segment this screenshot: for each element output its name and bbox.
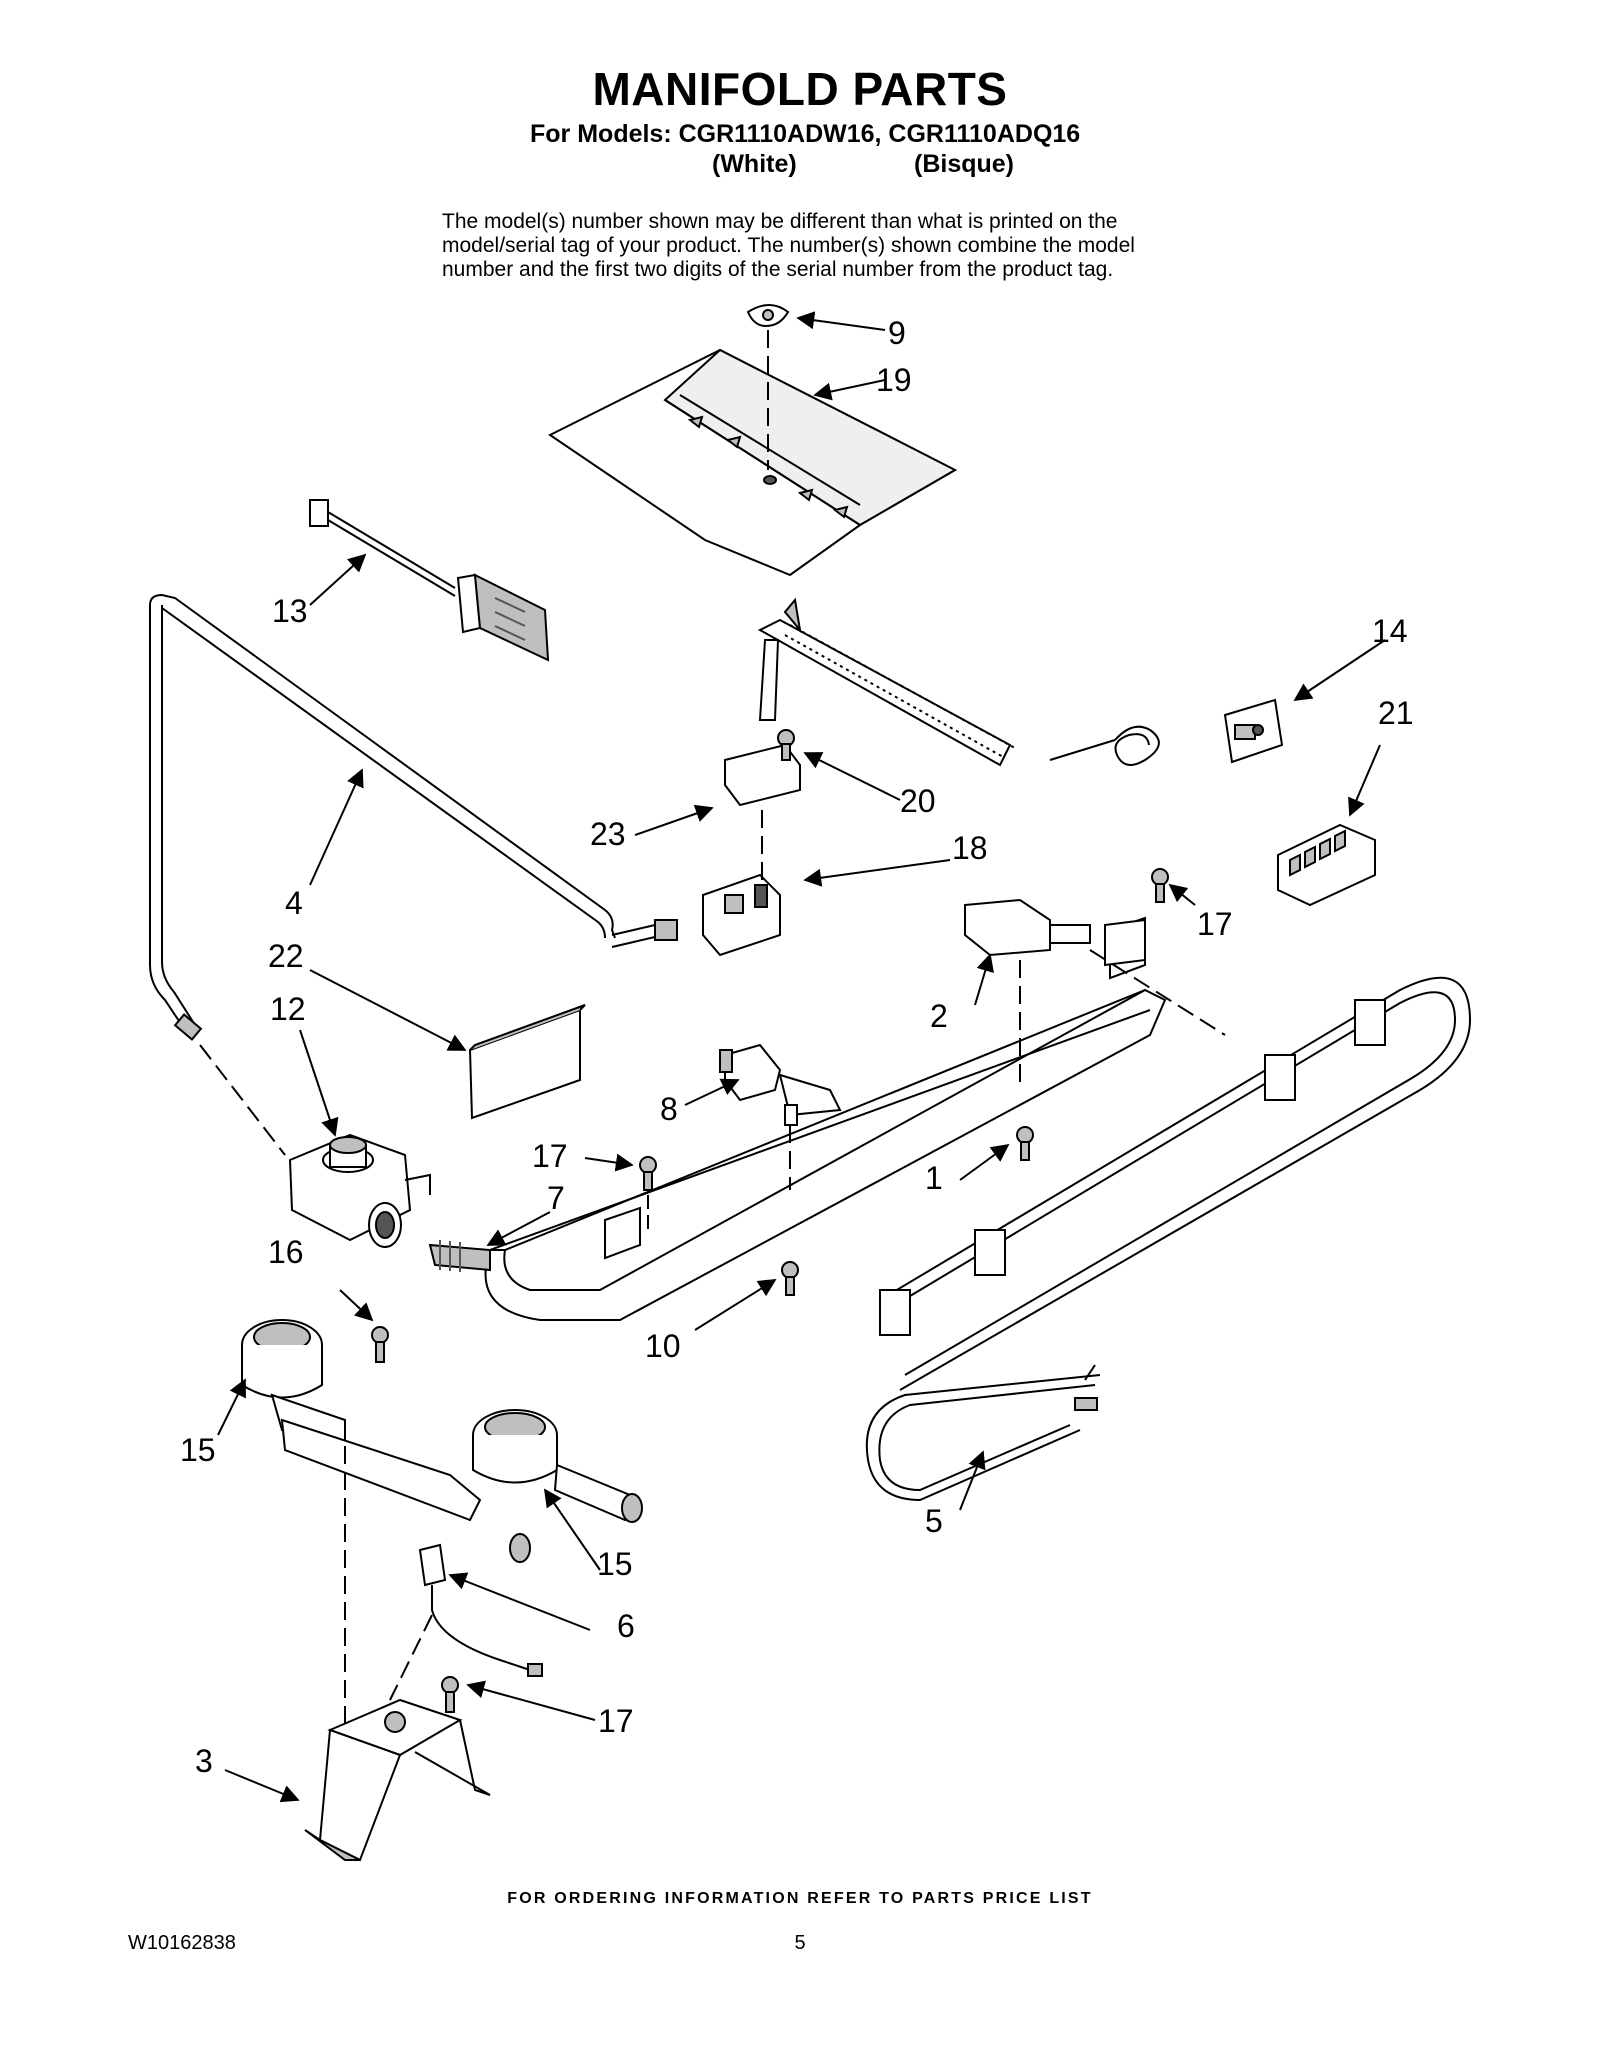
callout-10: 10 [645,1328,681,1364]
ordering-info: FOR ORDERING INFORMATION REFER TO PARTS … [507,1890,1093,1907]
callout-20: 20 [900,783,936,819]
callout-17: 17 [1197,906,1233,942]
callout-23: 23 [590,816,626,852]
callout-5: 5 [925,1503,943,1539]
callout-17: 17 [532,1138,568,1174]
orifice-valve-part [719,1043,842,1126]
leader-arrows [217,311,1386,1803]
oven-burner-part [757,597,1016,767]
callout-6: 6 [617,1608,635,1644]
igniter-part [309,499,550,662]
baffle-part [548,348,958,577]
callout-17: 17 [598,1703,634,1739]
burner-bracket-part [304,1698,491,1862]
callout-4: 4 [285,885,303,921]
callout-15: 15 [180,1432,216,1468]
thermostat-part [1049,698,1284,766]
notice-line: The model(s) number shown may be differe… [442,210,1118,233]
callout-14: 14 [1372,613,1408,649]
document-number: W10162838 [128,1932,236,1954]
tubing-part [149,593,678,1041]
burner-valve-part [964,898,1146,967]
screw-part [777,729,795,761]
variant-white: (White) [712,150,797,178]
terminal-block-part [1277,823,1376,907]
variant-bisque: (Bisque) [914,150,1014,178]
surface-burner-part [241,1319,643,1563]
callout-15: 15 [597,1546,633,1582]
models-line: For Models: CGR1110ADW16, CGR1110ADQ16 [530,120,1081,148]
callout-21: 21 [1378,695,1414,731]
pressure-regulator-part [288,1133,431,1248]
callout-8: 8 [660,1091,678,1127]
callout-7: 7 [547,1180,565,1216]
callout-9: 9 [888,315,906,351]
page-title: MANIFOLD PARTS [592,63,1008,115]
heating-element-part [879,976,1472,1391]
assembly-line [199,1044,286,1156]
callout-12: 12 [270,991,306,1027]
model-number-notice: The model(s) number shown may be differe… [442,210,1342,282]
screw-part [371,868,1169,1713]
callout-2: 2 [930,998,948,1034]
page-number: 5 [794,1932,806,1954]
callout-19: 19 [876,362,912,398]
callout-18: 18 [952,830,988,866]
callout-13: 13 [272,593,308,629]
callout-22: 22 [268,938,304,974]
callout-3: 3 [195,1743,213,1779]
callout-16: 16 [268,1234,304,1270]
igniter-clip-part [418,1543,543,1677]
wire-harness-part [865,1364,1101,1502]
assembly-line [1089,949,1226,1036]
assembly-line [389,1614,433,1701]
label-plate-part [468,1004,586,1120]
thermostat-valve-part [702,743,801,957]
notice-line: model/serial tag of your product. The nu… [442,234,1135,257]
wing-nut-part [746,304,790,328]
callout-1: 1 [925,1160,943,1196]
notice-line: number and the first two digits of the s… [442,258,1114,281]
